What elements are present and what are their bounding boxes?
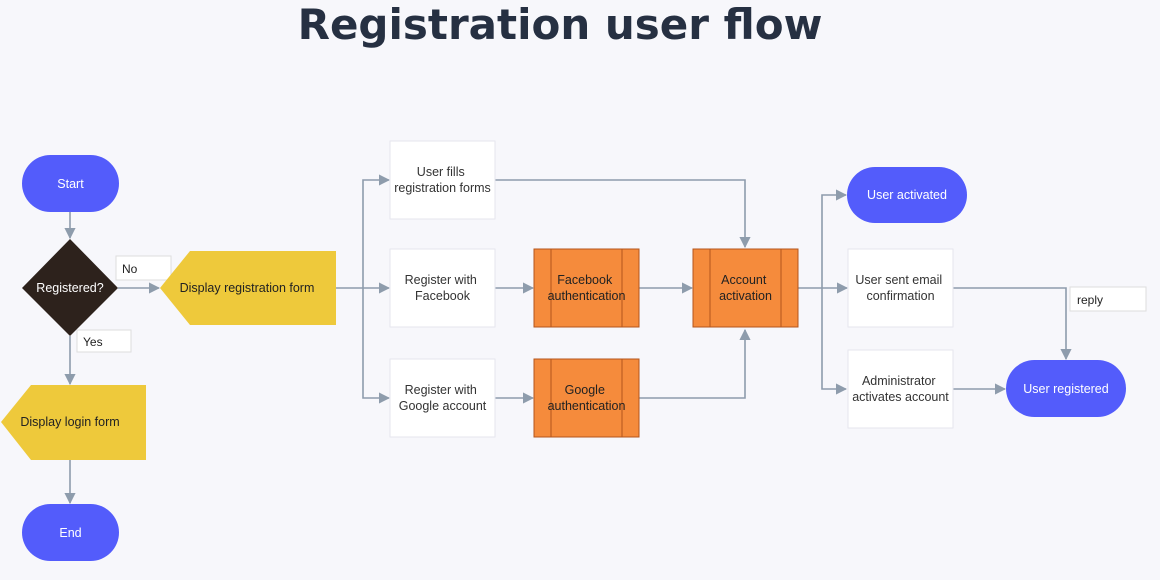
svg-text:reply: reply <box>1077 293 1103 307</box>
svg-text:Yes: Yes <box>83 335 103 349</box>
node-register-with-facebook: Register with Facebook <box>389 248 496 328</box>
node-display-registration-form: Display registration form <box>160 251 336 325</box>
svg-text:Administrator activates: Administrator activates account <box>852 374 949 404</box>
edge-fills-forms-to-account-activation <box>495 179 751 249</box>
edge-label-yes: Yes <box>76 329 132 353</box>
node-user-activated: User activated <box>847 167 967 223</box>
node-display-login-form: Display login form <box>1 385 146 460</box>
edge-label-reply: reply <box>1069 286 1147 312</box>
node-facebook-authentication: Facebook authentication <box>533 248 640 328</box>
node-user-registered: User registered <box>1006 360 1126 417</box>
edge-branch-to-user-activated <box>821 189 848 288</box>
edge-google-auth-to-account-activation <box>639 328 751 399</box>
svg-text:User registered: User registered <box>1023 382 1108 396</box>
svg-text:Registered?: Registered? <box>36 281 103 295</box>
svg-text:Display login form: Display login form <box>20 415 119 429</box>
svg-text:Register with Google acc: Register with Google account <box>399 383 487 413</box>
page-title: Registration user flow <box>297 0 823 49</box>
node-administrator-activates-account: Administrator activates account <box>847 349 954 429</box>
svg-text:Account activation: Account activation <box>719 273 772 303</box>
connectors <box>64 174 1072 505</box>
edge-branch-to-admin-activates <box>821 288 848 395</box>
node-google-authentication: Google authentication <box>533 358 640 438</box>
svg-text:Facebook authentication: Facebook authentication <box>548 273 626 303</box>
node-user-sent-email-confirmation: User sent email confirmation <box>847 248 954 328</box>
edge-branch-to-fills-forms <box>362 174 391 288</box>
svg-text:End: End <box>59 526 81 540</box>
svg-text:User sent email confirma: User sent email confirmation <box>855 273 945 303</box>
edge-email-confirmation-to-user-registered <box>953 287 1072 361</box>
svg-text:Google authentication: Google authentication <box>548 383 626 413</box>
svg-text:Register with Facebook: Register with Facebook <box>405 273 481 303</box>
svg-text:User fills registration: User fills registration forms <box>394 165 491 195</box>
node-account-activation: Account activation <box>692 248 799 328</box>
node-registered-decision: Registered? <box>22 239 118 336</box>
node-register-with-google-account: Register with Google account <box>389 358 496 438</box>
node-user-fills-registration-forms: User fills registration forms <box>389 140 496 220</box>
svg-text:No: No <box>122 262 138 276</box>
svg-text:Start: Start <box>57 177 84 191</box>
edge-label-no: No <box>115 255 172 281</box>
svg-text:User activated: User activated <box>867 188 947 202</box>
node-start: Start <box>22 155 119 212</box>
node-end: End <box>22 504 119 561</box>
svg-text:Display registration form: Display registration form <box>180 281 315 295</box>
edge-branch-to-register-google <box>362 288 391 404</box>
